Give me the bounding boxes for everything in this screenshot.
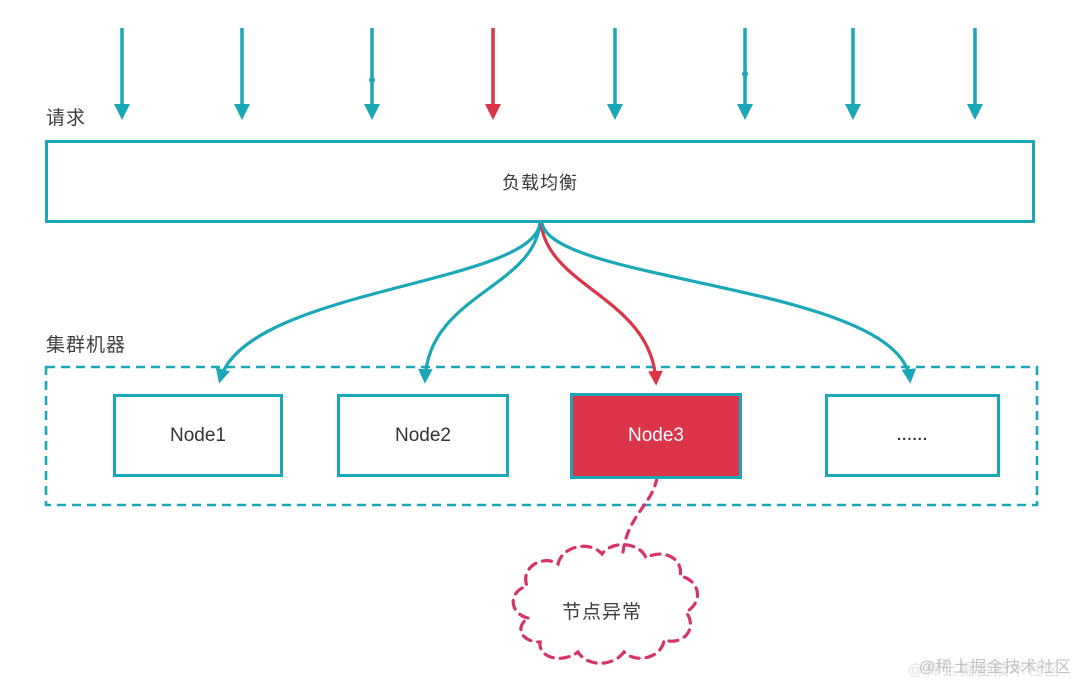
load-balancer-label: 负载均衡 — [502, 172, 578, 193]
arrow-dot — [742, 71, 748, 77]
arrow-to-node2 — [418, 222, 542, 384]
node4-box: ...... — [825, 394, 1000, 477]
arrow-to-node1 — [215, 222, 542, 384]
node2-label: Node2 — [395, 424, 451, 446]
arrow-dot — [369, 77, 375, 83]
watermark-ghost-text: @稀土掘金技术社区 — [907, 662, 1061, 679]
node2-box: Node2 — [337, 394, 509, 477]
requests-label: 请求 — [46, 108, 87, 129]
distribution-arrows — [215, 222, 917, 386]
cluster-boundary — [44, 365, 1039, 507]
load-balancer-box: 负载均衡 — [45, 140, 1035, 223]
incoming-request-arrows — [113, 28, 984, 121]
cloud-anomaly-label: 节点异常 — [561, 602, 642, 623]
node1-box: Node1 — [113, 394, 283, 477]
cluster-label: 集群机器 — [46, 335, 127, 356]
node3-cloud-connector — [621, 476, 659, 554]
arrow-to-node3-abnormal — [539, 222, 663, 386]
cloud-outline — [511, 543, 699, 665]
node3-box-abnormal: Node3 — [570, 393, 742, 479]
arrow-to-node4 — [540, 222, 917, 384]
watermark: @稀土掘金技术社区 @稀土掘金技术社区 — [908, 653, 1072, 679]
watermark-text: @稀土掘金技术社区 — [918, 659, 1072, 676]
node1-label: Node1 — [170, 424, 226, 446]
node3-label: Node3 — [628, 425, 684, 446]
node4-label: ...... — [896, 427, 928, 444]
